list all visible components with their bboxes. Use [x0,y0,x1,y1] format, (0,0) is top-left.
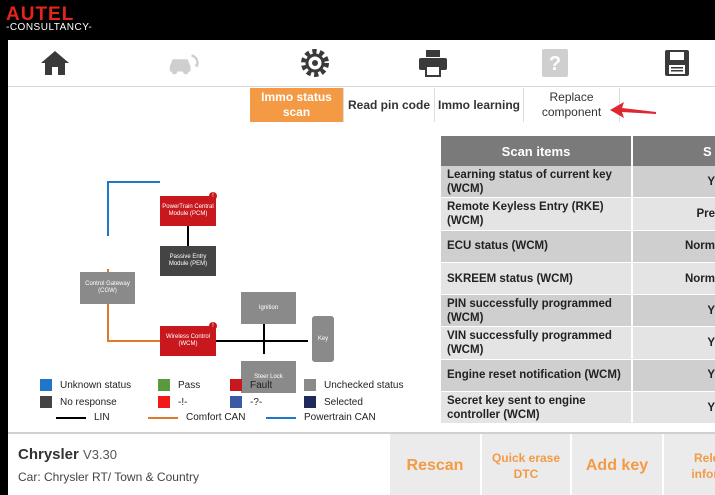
module-ignition[interactable]: Ignition [241,292,296,324]
printer-icon[interactable] [416,46,450,80]
bottom-bar: Chrysler V3.30 Car: Chrysler RT/ Town & … [8,432,715,495]
home-icon[interactable] [38,46,72,80]
legend-swatch [40,379,52,391]
brand-bar: AUTEL -CONSULTANCY- [0,0,715,40]
fault-indicator: ! [209,192,217,200]
relevant-information-button[interactable]: Relev inform [662,434,715,495]
legend-comfort-can: Comfort CAN [148,412,245,423]
legend-label: No response [60,396,117,408]
add-key-button[interactable]: Add key [570,434,662,495]
scan-item-name: Learning status of current key (WCM) [447,168,612,195]
scan-item-name: PIN successfully programmed (WCM) [447,297,612,324]
scan-item-name: Secret key sent to engine controller (WC… [447,394,586,421]
legend-line [56,416,86,419]
vehicle-info: Chrysler V3.30 Car: Chrysler RT/ Town & … [8,434,388,495]
scan-item-status: Norm [631,262,715,295]
scan-results-table: Scan items S Learning status of current … [441,136,715,425]
scan-item-status: Y [631,392,715,424]
module-wcm[interactable]: Wireless Control (WCM) [160,326,216,356]
table-row: Secret key sent to engine controller (WC… [441,392,715,425]
scan-item-name: Remote Keyless Entry (RKE) (WCM) [447,200,604,227]
vehicle-brand: Chrysler V3.30 [18,446,117,463]
legend-swatch [158,396,170,408]
table-row: SKREEM status (WCM) Norm [441,262,715,296]
legend-label: -?- [250,396,263,408]
table-header: Scan items S [441,136,715,166]
module-cgw[interactable]: Control Gateway (CGW) [80,272,135,304]
legend-pass: Pass [158,379,200,391]
module-key[interactable]: Key [312,316,334,362]
help-icon[interactable]: ? [538,46,572,80]
tab-read-pin-code[interactable]: Read pin code [344,88,435,122]
svg-text:?: ? [549,53,561,75]
legend-swatch [230,396,242,408]
scan-item-status: Norm [631,230,715,262]
legend-fault: Fault [230,379,272,391]
legend-label: -!- [178,396,188,408]
table-row: PIN successfully programmed (WCM) Y [441,295,715,328]
header-scan-items: Scan items [501,143,571,159]
brand-subtitle: -CONSULTANCY- [6,22,93,33]
legend-label: Unknown status [60,379,132,391]
vehicle-model: Car: Chrysler RT/ Town & Country [18,470,199,484]
module-topology-diagram: PowerTrain Central Module (PCM) ! Passiv… [8,124,440,424]
legend-line [266,416,296,419]
legend-label: Comfort CAN [186,412,246,423]
legend-blue-state: -?- [230,396,262,408]
rescan-button[interactable]: Rescan [388,434,480,495]
tab-immo-learning[interactable]: Immo learning [435,88,524,122]
scan-item-name: SKREEM status (WCM) [447,272,573,285]
header-status: S [631,136,715,166]
function-tabs: Immo status scan Read pin code Immo lear… [250,88,620,122]
legend-lin: LIN [56,412,110,423]
legend-label: Fault [250,379,273,391]
legend-unchecked: Unchecked status [304,379,404,391]
vehicle-brand-name: Chrysler [18,446,79,463]
legend-swatch [304,396,316,408]
fault-indicator: ! [209,322,217,330]
legend-unknown: Unknown status [40,379,131,391]
table-row: Remote Keyless Entry (RKE) (WCM) Pre [441,198,715,231]
legend-label: Pass [178,379,201,391]
legend-swatch [40,396,52,408]
scan-item-status: Y [631,166,715,198]
module-pcm[interactable]: PowerTrain Central Module (PCM) [160,196,216,226]
table-row: VIN successfully programmed (WCM) Y [441,327,715,360]
save-icon[interactable] [660,46,694,80]
legend-no-response: No response [40,396,117,408]
scan-item-name: VIN successfully programmed (WCM) [447,330,612,357]
table-row: Learning status of current key (WCM) Y [441,166,715,199]
scan-item-status: Y [631,327,715,359]
scan-item-status: Pre [631,198,715,230]
legend-label: Selected [324,396,363,408]
legend-powertrain-can: Powertrain CAN [266,412,376,423]
scan-item-status: Y [631,359,715,392]
gear-icon[interactable] [298,46,332,80]
app-screen: ? Immo status scan Read pin code Immo le… [8,40,715,495]
software-version: V3.30 [83,447,118,462]
top-toolbar: ? [8,40,715,87]
module-pem[interactable]: Passive Entry Module (PEM) [160,246,216,276]
legend-line [148,416,178,419]
vehicle-swap-icon[interactable] [166,46,200,80]
brand-logo: AUTEL [6,4,75,25]
pointer-arrow-icon [610,102,656,118]
legend-swatch [158,379,170,391]
scan-item-name: ECU status (WCM) [447,240,548,253]
legend-label: Unchecked status [324,379,404,391]
scan-item-status: Y [631,295,715,327]
legend-selected: Selected [304,396,363,408]
tab-replace-component[interactable]: Replace component [524,88,620,122]
legend-label: LIN [94,412,110,423]
legend-swatch [230,379,242,391]
legend-red-state: -!- [158,396,187,408]
table-row: Engine reset notification (WCM) Y [441,359,715,393]
legend-swatch [304,379,316,391]
tab-immo-status-scan[interactable]: Immo status scan [250,88,344,122]
table-row: ECU status (WCM) Norm [441,230,715,263]
module-steer-lock[interactable]: Steer Lock [241,361,296,393]
legend-label: Powertrain CAN [304,412,376,423]
scan-item-name: Engine reset notification (WCM) [447,369,621,382]
quick-erase-dtc-button[interactable]: Quick erase DTC [480,434,570,495]
